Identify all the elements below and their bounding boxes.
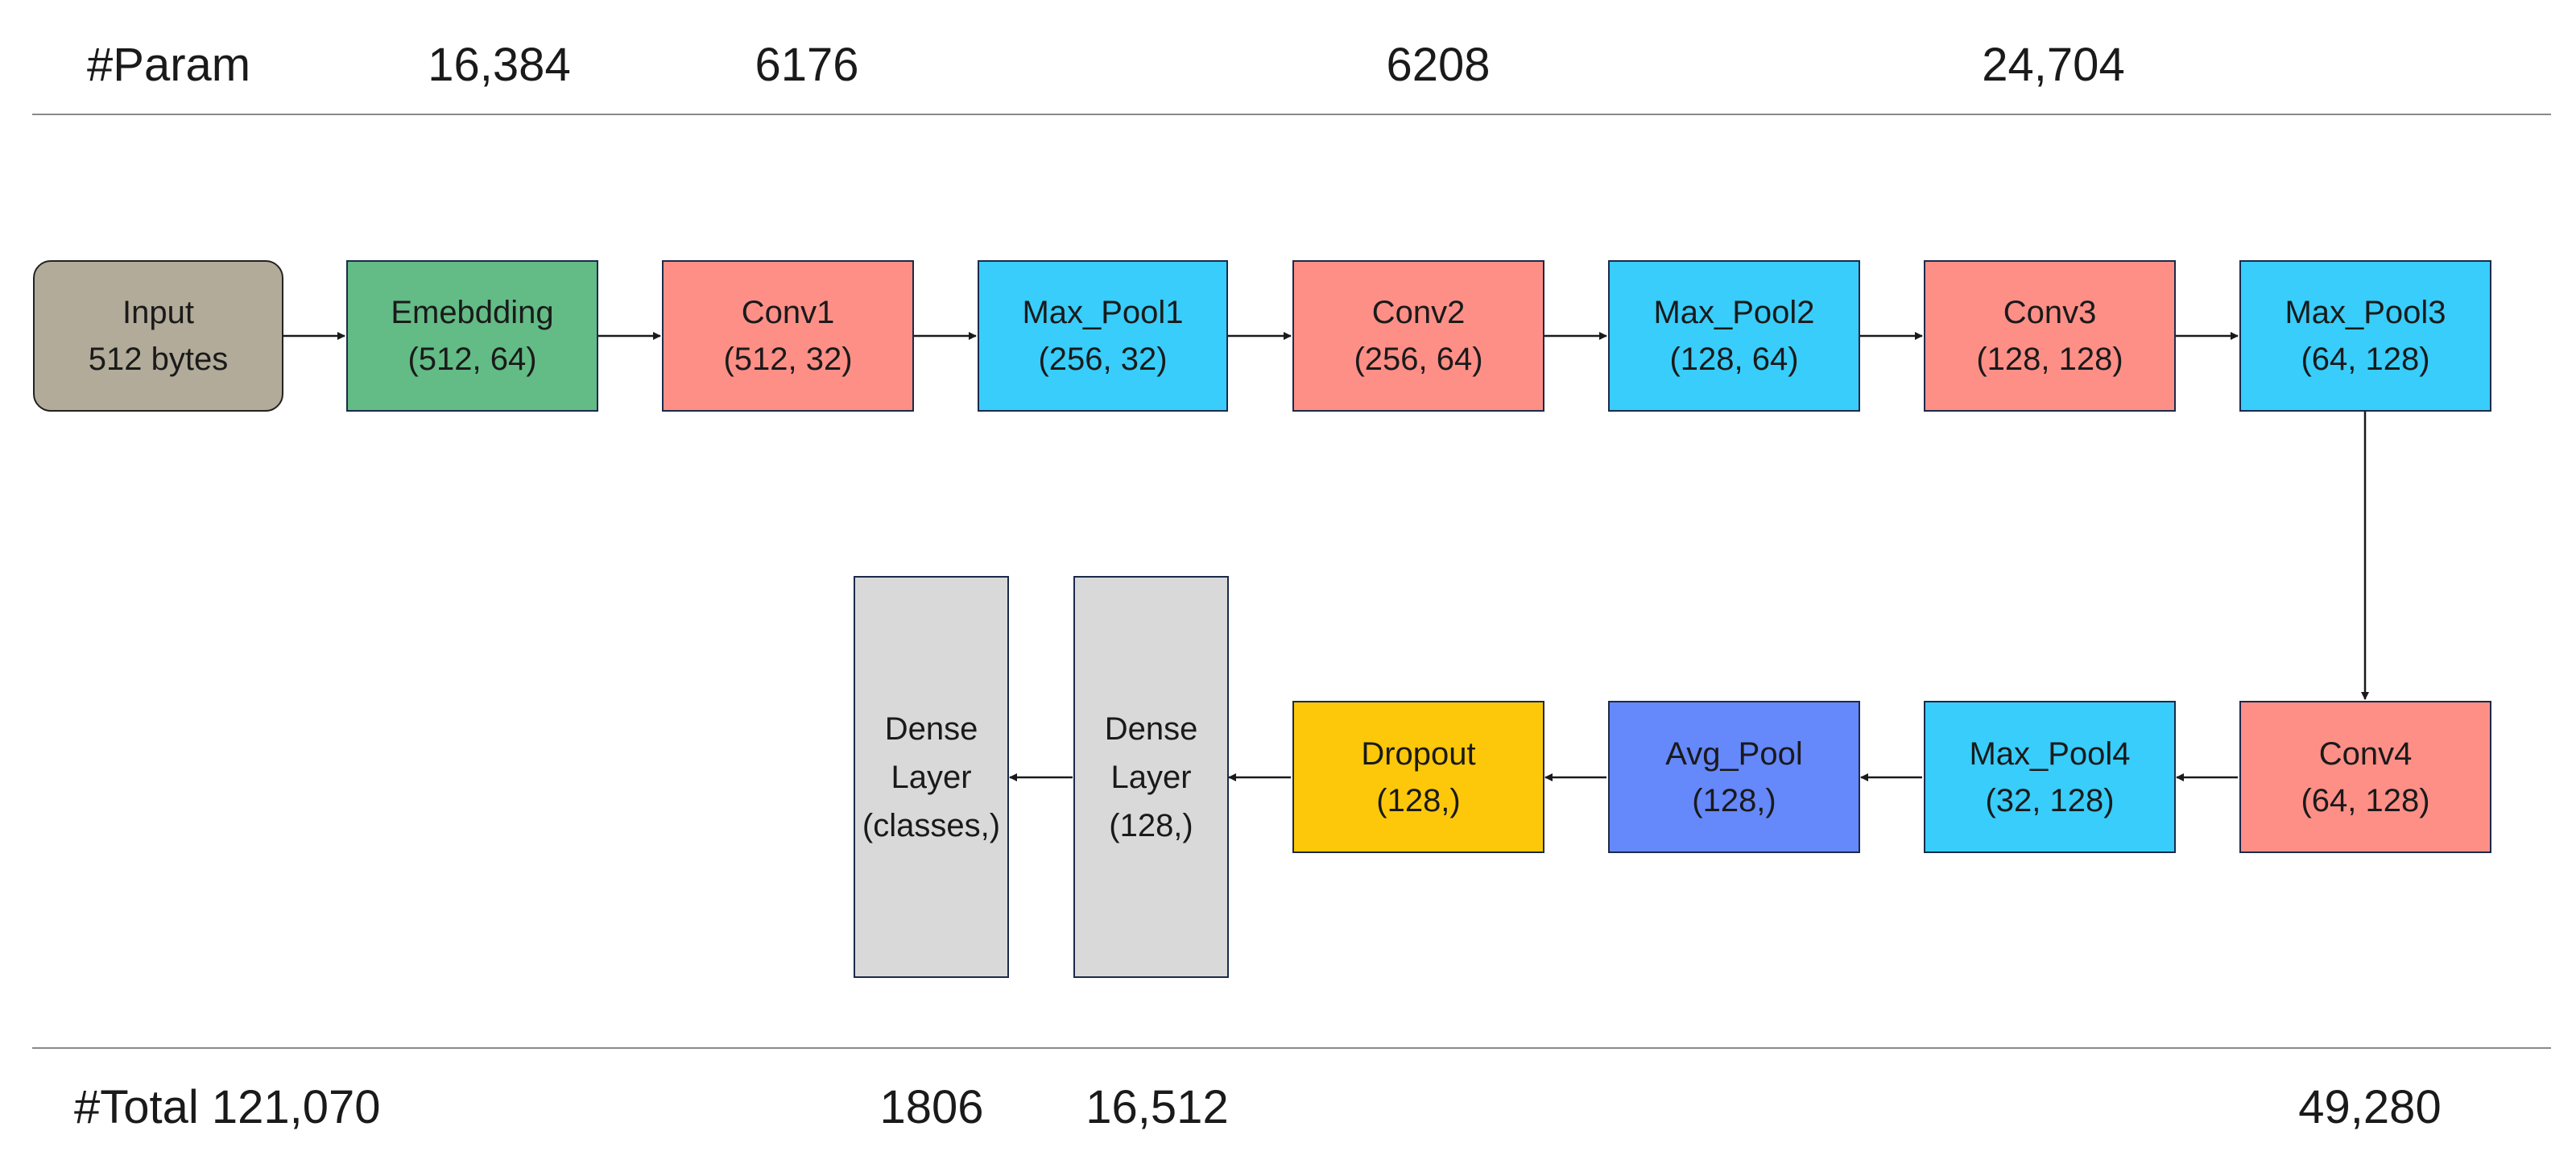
- node-avg-pool-title: Avg_Pool: [1665, 735, 1803, 772]
- node-embedding-title: Emebdding: [391, 295, 554, 330]
- node-conv2: Conv2 (256, 64): [1292, 260, 1544, 412]
- node-max-pool1-shape: (256, 32): [1038, 342, 1168, 377]
- node-conv2-shape: (256, 64): [1354, 342, 1483, 377]
- node-dropout-shape: (128,): [1376, 782, 1461, 818]
- footer-divider: [32, 1047, 2551, 1049]
- node-max-pool4: Max_Pool4 (32, 128): [1924, 701, 2176, 853]
- node-conv4-shape: (64, 128): [2301, 782, 2430, 818]
- node-max-pool1-title: Max_Pool1: [1022, 295, 1184, 330]
- node-dropout-title: Dropout: [1361, 735, 1476, 772]
- node-conv2-title: Conv2: [1371, 295, 1466, 330]
- param-value-conv4: 49,280: [2298, 1081, 2442, 1133]
- node-conv1: Conv1 (512, 32): [662, 260, 914, 412]
- node-conv3: Conv3 (128, 128): [1924, 260, 2176, 412]
- node-max-pool4-title: Max_Pool4: [1969, 735, 2131, 772]
- param-value-conv2: 6208: [1386, 39, 1491, 91]
- node-conv4-title: Conv4: [2318, 735, 2413, 772]
- param-value-dense1: 16,512: [1085, 1081, 1229, 1133]
- node-conv3-title: Conv3: [2003, 295, 2097, 330]
- node-conv4: Conv4 (64, 128): [2239, 701, 2491, 853]
- node-dense1-subtitle: Layer: [1110, 759, 1192, 795]
- param-value-conv1: 6176: [755, 39, 859, 91]
- node-embedding: Emebdding (512, 64): [346, 260, 598, 412]
- node-max-pool3: Max_Pool3 (64, 128): [2239, 260, 2491, 412]
- node-max-pool2-shape: (128, 64): [1669, 342, 1799, 377]
- param-value-conv3: 24,704: [1982, 39, 2125, 91]
- param-value-embedding: 16,384: [428, 39, 571, 91]
- node-avg-pool: Avg_Pool (128,): [1608, 701, 1860, 853]
- node-max-pool1: Max_Pool1 (256, 32): [978, 260, 1228, 412]
- node-max-pool3-shape: (64, 128): [2301, 342, 2430, 377]
- node-dense1-title: Dense: [1104, 710, 1198, 747]
- node-input-title: Input: [122, 295, 194, 330]
- node-conv3-shape: (128, 128): [1976, 342, 2123, 377]
- node-dense1: Dense Layer (128,): [1073, 576, 1229, 978]
- node-conv1-title: Conv1: [741, 295, 835, 330]
- node-dense1-shape: (128,): [1109, 807, 1193, 843]
- node-embedding-shape: (512, 64): [407, 342, 537, 377]
- header-divider: [32, 114, 2551, 115]
- node-input: Input 512 bytes: [33, 260, 283, 412]
- param-value-dense2: 1806: [879, 1081, 984, 1133]
- total-params-label: #Total 121,070: [74, 1081, 381, 1133]
- node-max-pool3-title: Max_Pool3: [2284, 295, 2446, 330]
- node-dense2-shape: (classes,): [862, 807, 1001, 843]
- node-max-pool4-shape: (32, 128): [1985, 782, 2115, 818]
- node-dropout: Dropout (128,): [1292, 701, 1544, 853]
- node-conv1-shape: (512, 32): [723, 342, 853, 377]
- node-dense2: Dense Layer (classes,): [854, 576, 1009, 978]
- node-max-pool2-title: Max_Pool2: [1653, 295, 1815, 330]
- node-dense2-subtitle: Layer: [891, 759, 972, 795]
- param-row-label: #Param: [87, 39, 251, 91]
- node-dense2-title: Dense: [884, 710, 978, 747]
- node-input-shape: 512 bytes: [88, 342, 229, 377]
- node-avg-pool-shape: (128,): [1692, 782, 1776, 818]
- node-max-pool2: Max_Pool2 (128, 64): [1608, 260, 1860, 412]
